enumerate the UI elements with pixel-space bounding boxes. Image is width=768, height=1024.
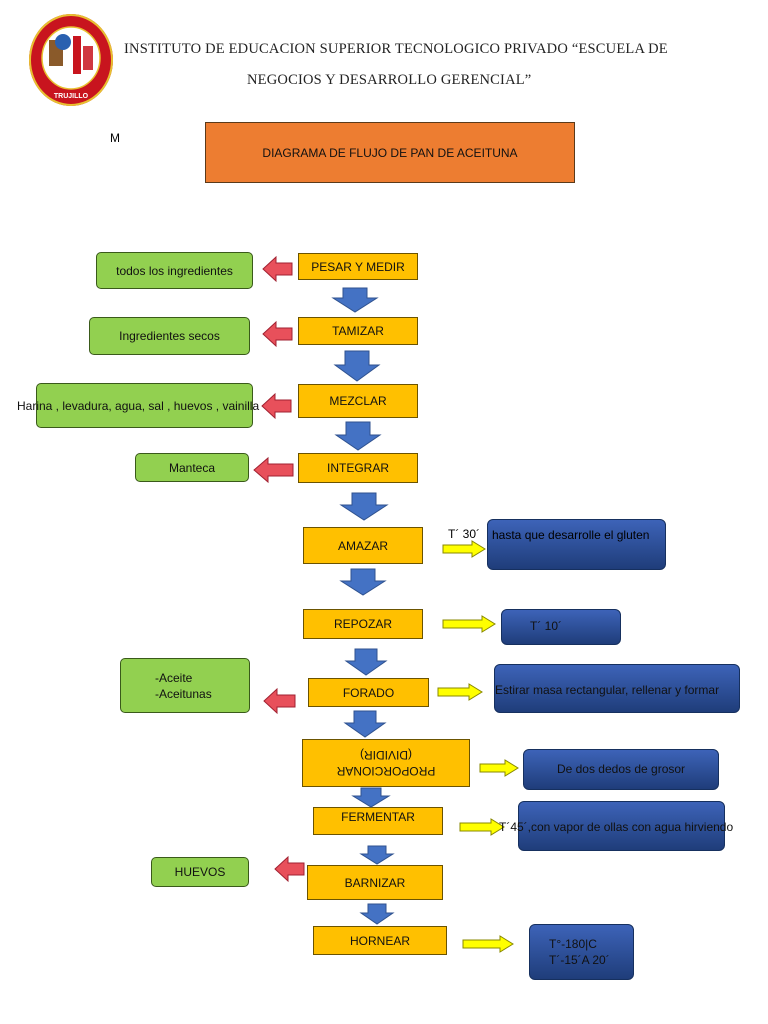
stray-letter: M <box>110 131 120 145</box>
down-arrow <box>333 350 381 382</box>
note-repozar-label: T´ 10´ <box>529 619 562 633</box>
step-integrar: INTEGRAR <box>298 453 418 483</box>
step-mezclar: MEZCLAR <box>298 384 418 418</box>
down-arrow <box>334 421 382 451</box>
input-arrow <box>274 855 305 883</box>
note-proporcionar-label: De dos dedos de grosor <box>556 761 686 776</box>
down-arrow <box>351 787 391 808</box>
down-arrow <box>344 648 388 676</box>
input-huevos: HUEVOS <box>151 857 249 887</box>
note-fermentar-label: T´45´,con vapor de ollas con agua hirvie… <box>499 820 734 834</box>
step-repozar: REPOZAR <box>303 609 423 639</box>
input-todos-los-ingredientes: todos los ingredientes <box>96 252 253 289</box>
step-pesar-y-medir: PESAR Y MEDIR <box>298 253 418 280</box>
step-proporcionar-label: PROPORCIONAR (DIVIDIR) <box>336 748 436 778</box>
input-aceite-aceitunas: -Aceite -Aceitunas <box>120 658 250 713</box>
input-arrow <box>253 456 294 484</box>
input-manteca: Manteca <box>135 453 249 482</box>
step-hornear: HORNEAR <box>313 926 447 955</box>
step-forado: FORADO <box>308 678 429 707</box>
note-arrow <box>479 759 519 777</box>
diagram-title: DIAGRAMA DE FLUJO DE PAN DE ACEITUNA <box>205 122 575 183</box>
input-aceitunas: -Aceitunas <box>155 686 212 701</box>
down-arrow <box>343 710 387 738</box>
note-arrow <box>437 683 483 701</box>
step-amazar: AMAZAR <box>303 527 423 564</box>
step-tamizar: TAMIZAR <box>298 317 418 345</box>
input-harina-levadura-label: Harina , levadura, agua, sal , huevos , … <box>17 399 260 413</box>
note-hornear-temp: T°-180|C <box>549 937 597 951</box>
note-arrow <box>442 540 486 558</box>
step-barnizar: BARNIZAR <box>307 865 443 900</box>
input-arrow <box>262 320 293 348</box>
input-arrow <box>263 687 296 715</box>
down-arrow <box>331 287 379 313</box>
note-arrow <box>462 935 514 953</box>
input-harina-levadura: Harina , levadura, agua, sal , huevos , … <box>17 383 259 428</box>
note-amazar-label: hasta que desarrolle el gluten <box>492 528 650 542</box>
note-amazar-time: T´ 30´ <box>448 527 481 541</box>
note-arrow <box>459 818 505 836</box>
note-amazar <box>487 519 666 570</box>
institute-name-line2: NEGOCIOS Y DESARROLLO GERENCIAL” <box>247 72 532 88</box>
step-fermentar: FERMENTAR <box>313 807 443 835</box>
note-forado: Estirar masa rectangular, rellenar y for… <box>494 664 740 713</box>
input-arrow <box>262 255 293 283</box>
step-proporcionar: PROPORCIONAR (DIVIDIR) <box>302 739 470 787</box>
svg-text:TRUJILLO: TRUJILLO <box>54 93 89 100</box>
note-arrow <box>442 615 496 633</box>
down-arrow <box>339 568 387 596</box>
input-ingredientes-secos: Ingredientes secos <box>89 317 250 355</box>
down-arrow <box>359 845 395 865</box>
institute-logo: TRUJILLO <box>27 12 115 108</box>
down-arrow <box>339 492 389 521</box>
input-aceite: -Aceite <box>155 670 193 685</box>
note-repozar: T´ 10´ <box>501 609 621 645</box>
note-hornear-time: T´-15´A 20´ <box>549 953 610 967</box>
note-forado-label: Estirar masa rectangular, rellenar y for… <box>495 683 720 697</box>
input-arrow <box>261 392 292 420</box>
note-proporcionar: De dos dedos de grosor <box>523 749 719 790</box>
note-fermentar: T´45´,con vapor de ollas con agua hirvie… <box>499 801 733 851</box>
note-hornear: T°-180|C T´-15´A 20´ <box>529 924 634 980</box>
institute-name-line1: INSTITUTO DE EDUCACION SUPERIOR TECNOLOG… <box>124 41 668 57</box>
down-arrow <box>359 903 395 925</box>
